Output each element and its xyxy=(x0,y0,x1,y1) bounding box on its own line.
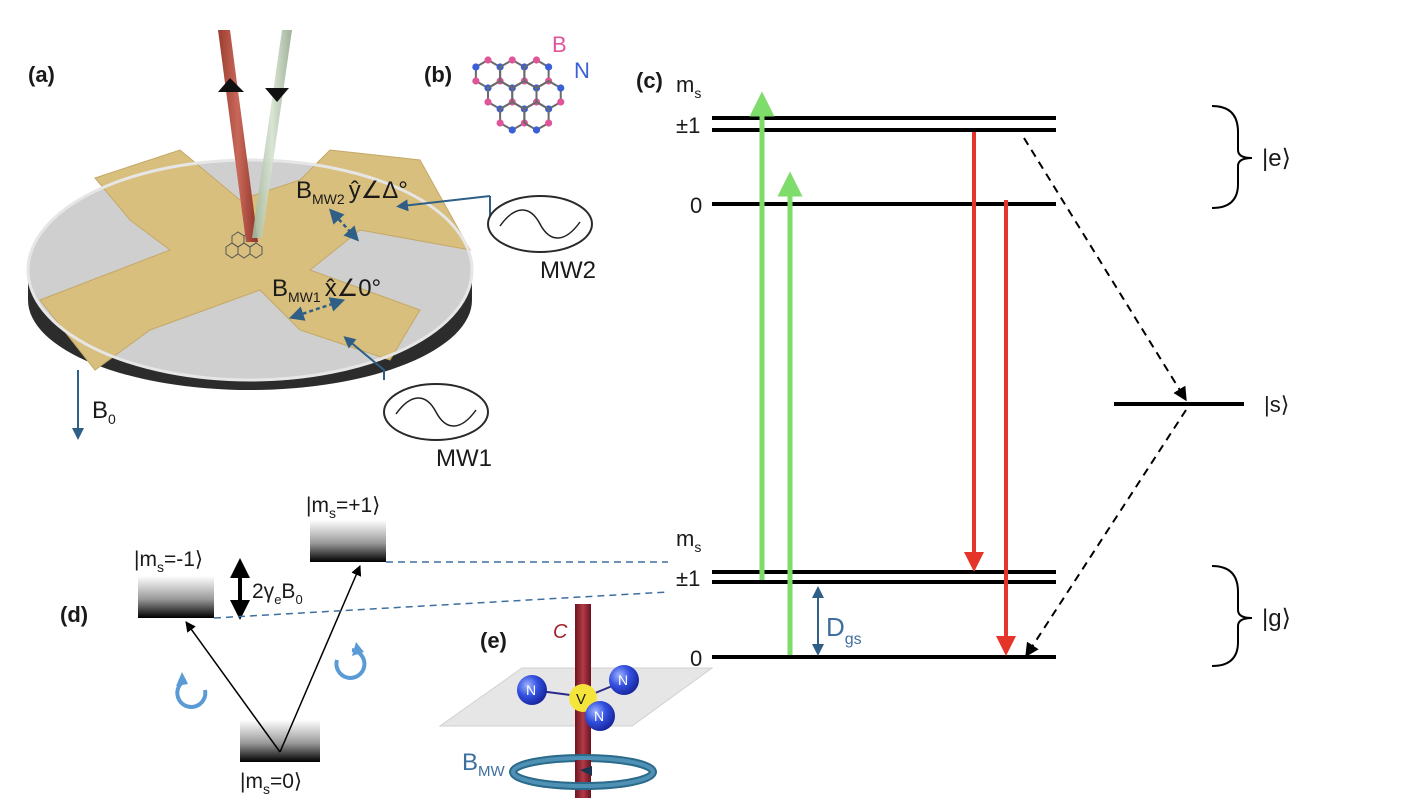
ground-0-label: 0 xyxy=(690,646,702,671)
sigma-minus-rotation-icon xyxy=(175,678,208,709)
panel-e: (e) C V N N N BMW xyxy=(438,604,714,798)
boron-atom xyxy=(484,56,492,64)
beam-up-arrow-icon xyxy=(218,78,244,92)
transition-to-minus1 xyxy=(185,621,281,753)
nitrogen-atom-2 xyxy=(609,665,639,695)
panel-d: (d) |ms=-1⟩ |ms=+1⟩ |ms=0⟩ 2γeB0 xyxy=(60,494,669,797)
n2-label: N xyxy=(618,672,628,688)
mw1-label: MW1 xyxy=(436,445,492,472)
mw2-label: MW2 xyxy=(540,257,596,284)
excited-brace xyxy=(1211,105,1253,209)
boron-atom xyxy=(545,119,553,127)
panel-e-label: (e) xyxy=(480,628,507,653)
panel-d-label: (d) xyxy=(60,602,88,627)
b0-label: B0 xyxy=(92,397,116,427)
bmw-label: BMW xyxy=(462,749,506,780)
boron-legend: B xyxy=(552,32,567,57)
mw1-feed-arrow xyxy=(343,336,385,380)
dgs-label: Dgs xyxy=(826,612,862,648)
panel-b: (b) B N xyxy=(424,32,590,134)
mw2-sine-icon xyxy=(499,209,581,239)
ms-ground-label: ms xyxy=(676,526,701,555)
zeeman-split-label: 2γeB0 xyxy=(252,580,303,607)
ground-brace xyxy=(1211,565,1253,667)
boron-atom xyxy=(484,98,492,106)
mw1-sine-icon xyxy=(395,397,477,427)
nitrogen-legend: N xyxy=(574,58,590,83)
hbn-hexagon xyxy=(499,100,526,132)
beam-down-arrow-icon xyxy=(265,88,289,102)
panel-a-label: (a) xyxy=(28,62,55,87)
ms-plus1-label: |ms=+1⟩ xyxy=(306,494,380,521)
nitrogen-atom-1 xyxy=(517,675,547,705)
state-s-label: |s⟩ xyxy=(1264,392,1289,417)
hbn-lattice xyxy=(472,56,565,134)
nitrogen-atom xyxy=(472,63,480,71)
transition-to-plus1 xyxy=(279,565,362,753)
level-ms-zero xyxy=(240,720,320,762)
state-e-label: |e⟩ xyxy=(1262,145,1291,172)
panel-c-label: (c) xyxy=(636,68,663,93)
n3-label: N xyxy=(594,708,604,724)
level-ms-plus1 xyxy=(310,520,386,562)
dashed-link-minus1 xyxy=(213,591,669,619)
nitrogen-atom xyxy=(532,126,541,134)
nitrogen-atom xyxy=(508,126,516,134)
sigma-plus-rotation-icon xyxy=(334,648,367,680)
ms-minus1-label: |ms=-1⟩ xyxy=(134,548,203,575)
panel-b-label: (b) xyxy=(424,62,452,87)
vacancy-label: V xyxy=(576,691,586,708)
boron-atom xyxy=(472,77,480,85)
boron-atom xyxy=(508,56,516,64)
boron-atom xyxy=(532,56,541,64)
isc-arrow-down xyxy=(1023,137,1187,402)
boron-atom xyxy=(496,119,504,127)
excited-pm1-label: ±1 xyxy=(676,113,700,138)
state-g-label: |g⟩ xyxy=(1262,605,1291,632)
excited-0-label: 0 xyxy=(690,193,702,218)
mw2-feed-arrow xyxy=(396,195,491,212)
nitrogen-atom-3 xyxy=(585,701,615,731)
sample-disk-rim xyxy=(26,158,474,382)
gold-electrode xyxy=(39,149,471,371)
bmw1-direction-arrow xyxy=(288,297,346,321)
panel-c: (c) ms ms ±1 0 ±1 0 |s⟩ Dgs |e⟩ xyxy=(636,68,1291,671)
ms-excited-label: ms xyxy=(676,72,701,101)
bmw2-direction-arrow xyxy=(328,208,360,242)
ms-zero-label: |ms=0⟩ xyxy=(240,770,302,797)
boron-atom xyxy=(557,98,565,106)
isc-arrow-ground xyxy=(1025,409,1187,658)
ground-pm1-label: ±1 xyxy=(676,566,700,591)
bmw-rotation-arrow-icon xyxy=(580,766,592,776)
hbn-hexagon xyxy=(523,100,550,132)
n1-label: N xyxy=(526,682,536,698)
nitrogen-atom xyxy=(545,63,553,71)
nitrogen-atom xyxy=(557,84,565,92)
c-axis-label: C xyxy=(553,621,568,643)
level-ms-minus1 xyxy=(138,576,214,618)
green-beam xyxy=(252,30,292,238)
